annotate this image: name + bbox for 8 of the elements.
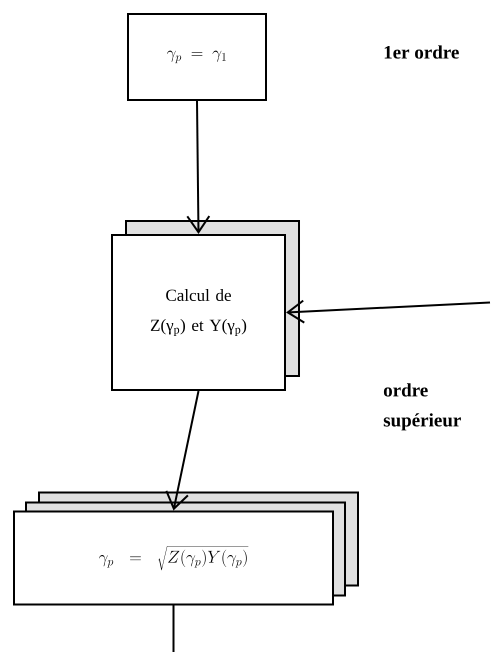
stacked-process-box: Calcul de Z(γ$_{p}$) et Y(γ$_{p}$) [111,220,300,391]
order-label: ordre supérieur [384,383,461,430]
stacked-process-box: $\gamma_p = \sqrt{Z(\gamma_p)Y(\gamma_p)}$ [13,492,359,606]
process-box: $\gamma_p = \gamma_1$ [127,12,267,101]
arrow [186,100,210,234]
arrow [286,300,490,324]
arrow [165,390,200,510]
order-label: 1er ordre [384,45,459,59]
